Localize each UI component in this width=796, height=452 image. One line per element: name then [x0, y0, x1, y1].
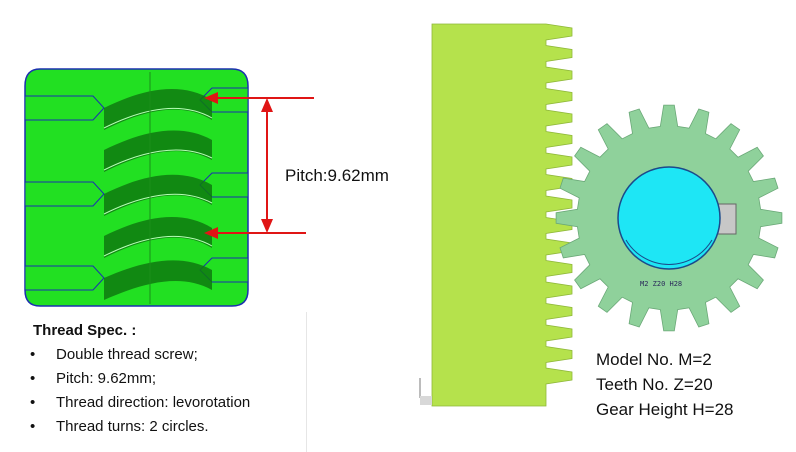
thread-spec-list: •Double thread screw; •Pitch: 9.62mm; •T…: [30, 345, 250, 441]
bullet-icon: •: [30, 370, 36, 387]
gear-teeth-line: Teeth No. Z=20: [596, 375, 713, 394]
gear-bore-chamfer: [625, 239, 713, 265]
gear-bore: [617, 166, 721, 270]
gear-height-line: Gear Height H=28: [596, 400, 734, 419]
rack-body: [431, 23, 573, 407]
gear-rack: [419, 23, 573, 407]
bullet-icon: •: [30, 346, 36, 363]
list-item: •Pitch: 9.62mm;: [30, 370, 157, 387]
thread-spec-title: Thread Spec. :: [33, 322, 137, 339]
bullet-icon: •: [30, 394, 36, 411]
pitch-dimension: [204, 92, 314, 239]
screw-left-notches: [24, 95, 105, 291]
gear-model-line: Model No. M=2: [596, 350, 712, 369]
list-item: •Thread turns: 2 circles.: [30, 418, 209, 435]
axis-indicator-box: [420, 396, 432, 405]
list-item: •Thread direction: levorotation: [30, 394, 251, 411]
screw-helix-highlights: [103, 72, 213, 304]
gear-spec-block: Model No. M=2 Teeth No. Z=20 Gear Height…: [596, 349, 734, 424]
bullet-icon: •: [30, 418, 36, 435]
screw-thread-render: [24, 68, 249, 307]
pitch-label: Pitch:9.62mm: [285, 166, 389, 185]
divider-line: [306, 312, 307, 452]
spur-gear: M2 Z20 H28: [555, 104, 783, 332]
list-item: •Double thread screw;: [30, 346, 198, 363]
gear-engraving: M2 Z20 H28: [640, 280, 682, 288]
